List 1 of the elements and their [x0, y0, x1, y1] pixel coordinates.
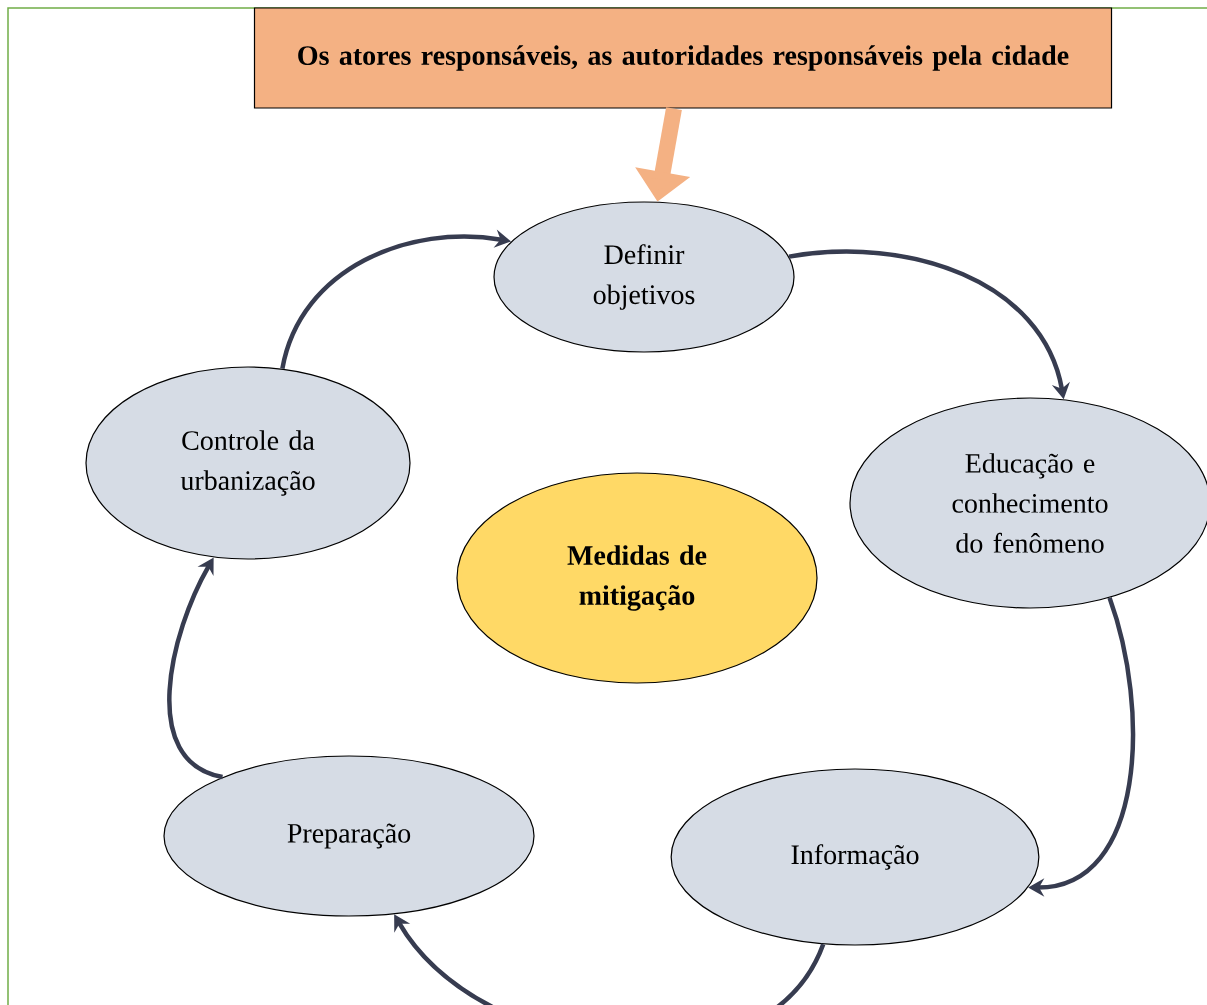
title-box: Os atores responsáveis, as autoridades responsáveis pela cidade [253, 7, 1113, 109]
